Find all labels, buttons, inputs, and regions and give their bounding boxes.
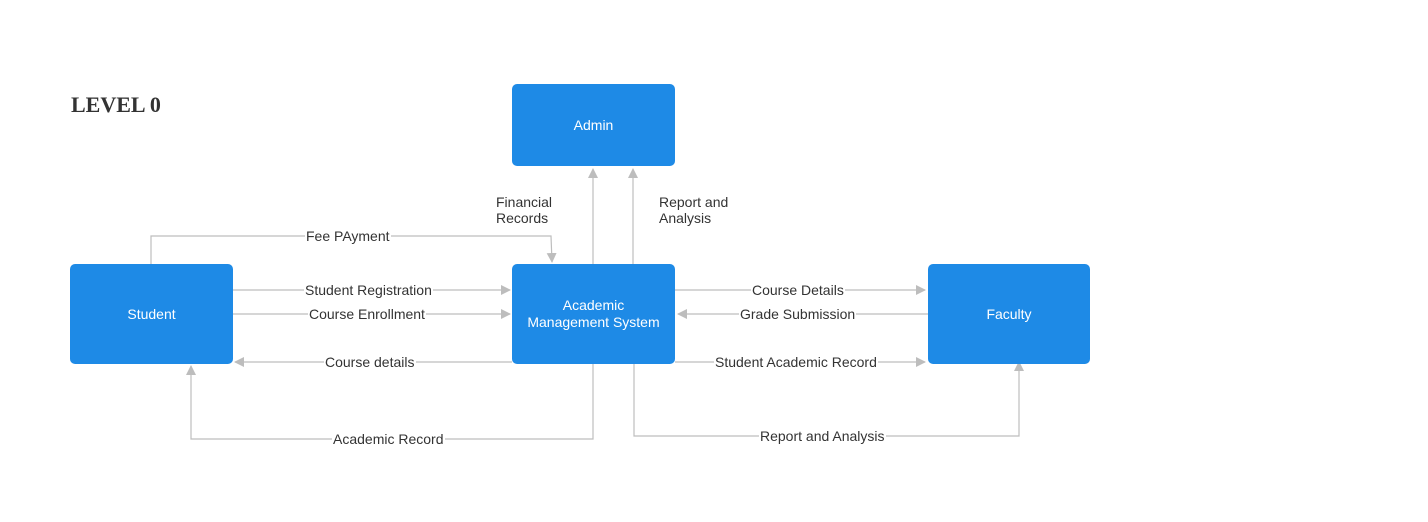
edge-report-analysis-faculty bbox=[633, 361, 1024, 437]
node-admin[interactable]: Admin bbox=[512, 84, 675, 166]
page-title: LEVEL 0 bbox=[71, 92, 161, 117]
edge-academic-record bbox=[186, 364, 594, 440]
edge-label-course-enrollment: Course Enrollment bbox=[308, 306, 426, 322]
node-student-label: Student bbox=[127, 305, 176, 322]
edge-label-report-analysis-admin: Report and Analysis bbox=[659, 194, 729, 226]
node-admin-label: Admin bbox=[573, 116, 614, 133]
edge-label-report-analysis-faculty: Report and Analysis bbox=[759, 428, 886, 444]
edge-label-student-academic-record: Student Academic Record bbox=[714, 354, 878, 370]
node-ams-label: Academic Management System bbox=[527, 297, 660, 330]
edge-label-course-details-student: Course details bbox=[324, 354, 416, 370]
edge-label-course-details-faculty: Course Details bbox=[751, 282, 845, 298]
edge-label-grade-submission: Grade Submission bbox=[739, 306, 857, 322]
node-faculty[interactable]: Faculty bbox=[928, 264, 1090, 364]
edge-label-academic-record: Academic Record bbox=[332, 431, 445, 447]
node-academic-management-system[interactable]: Academic Management System bbox=[512, 264, 675, 364]
edge-label-student-registration: Student Registration bbox=[304, 282, 433, 298]
edge-label-financial-records: Financial Records bbox=[496, 194, 553, 226]
edge-label-fee-payment: Fee PAyment bbox=[305, 228, 391, 244]
node-student[interactable]: Student bbox=[70, 264, 233, 364]
node-faculty-label: Faculty bbox=[986, 305, 1032, 322]
